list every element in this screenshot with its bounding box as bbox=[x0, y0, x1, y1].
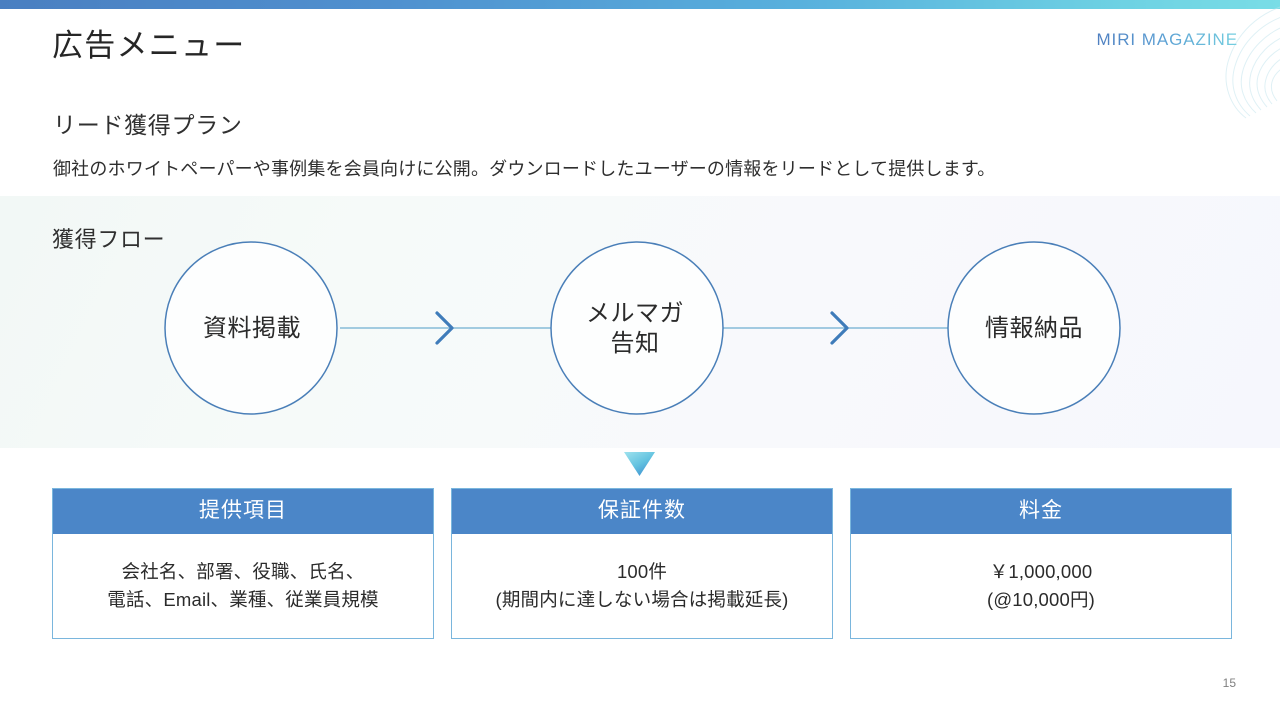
card-header-label: 料金 bbox=[851, 489, 1231, 535]
card-guaranteed-count: 保証件数 100件 (期間内に達しない場合は掲載延長) bbox=[451, 488, 833, 640]
card-provided-items: 提供項目 会社名、部署、役職、氏名、 電話、Email、業種、従業員規模 bbox=[52, 488, 434, 640]
card-price: 料金 ￥1,000,000 (@10,000円) bbox=[850, 488, 1232, 640]
flow-diagram bbox=[164, 241, 1121, 415]
card-body: 100件 (期間内に達しない場合は掲載延長) bbox=[452, 534, 832, 638]
card-body: ￥1,000,000 (@10,000円) bbox=[851, 534, 1231, 638]
chevron-right-icon bbox=[435, 311, 454, 345]
flow-node-label-3: 情報納品 bbox=[985, 315, 1083, 342]
brand-logo: MIRI MAGAZINE bbox=[1096, 30, 1238, 49]
card-header-label: 提供項目 bbox=[53, 489, 433, 535]
top-gradient-bar bbox=[0, 0, 1280, 9]
card-body-line: 電話、Email、業種、従業員規模 bbox=[107, 589, 379, 611]
flow-node-label-1: 資料掲載 bbox=[203, 315, 301, 342]
flow-node-circle-1 bbox=[164, 241, 338, 415]
card-body-line: 100件 bbox=[616, 561, 668, 583]
flow-node-circle-3 bbox=[947, 241, 1121, 415]
card-body-line: 会社名、部署、役職、氏名、 bbox=[121, 561, 365, 583]
triangle-down-icon bbox=[624, 452, 655, 476]
flow-section-label: 獲得フロー bbox=[52, 227, 166, 252]
page-title: 広告メニュー bbox=[52, 28, 246, 63]
flow-node-circle-2 bbox=[550, 241, 724, 415]
plan-title: リード獲得プラン bbox=[53, 112, 243, 138]
flow-node-label-2: メルマガ 告知 bbox=[586, 300, 684, 358]
card-header-label: 保証件数 bbox=[452, 489, 832, 535]
chevron-right-icon bbox=[830, 311, 849, 345]
card-body-line: (@10,000円) bbox=[986, 589, 1096, 611]
decorative-swirl-icon bbox=[1225, 6, 1280, 119]
plan-description: 御社のホワイトペーパーや事例集を会員向けに公開。ダウンロードしたユーザーの情報を… bbox=[53, 159, 996, 179]
page-number: 15 bbox=[1222, 676, 1236, 690]
cards-row: 提供項目 会社名、部署、役職、氏名、 電話、Email、業種、従業員規模 保証件… bbox=[52, 488, 1232, 640]
card-body: 会社名、部署、役職、氏名、 電話、Email、業種、従業員規模 bbox=[53, 534, 433, 638]
card-body-line: ￥1,000,000 bbox=[989, 561, 1093, 583]
card-body-line: (期間内に達しない場合は掲載延長) bbox=[495, 589, 789, 611]
